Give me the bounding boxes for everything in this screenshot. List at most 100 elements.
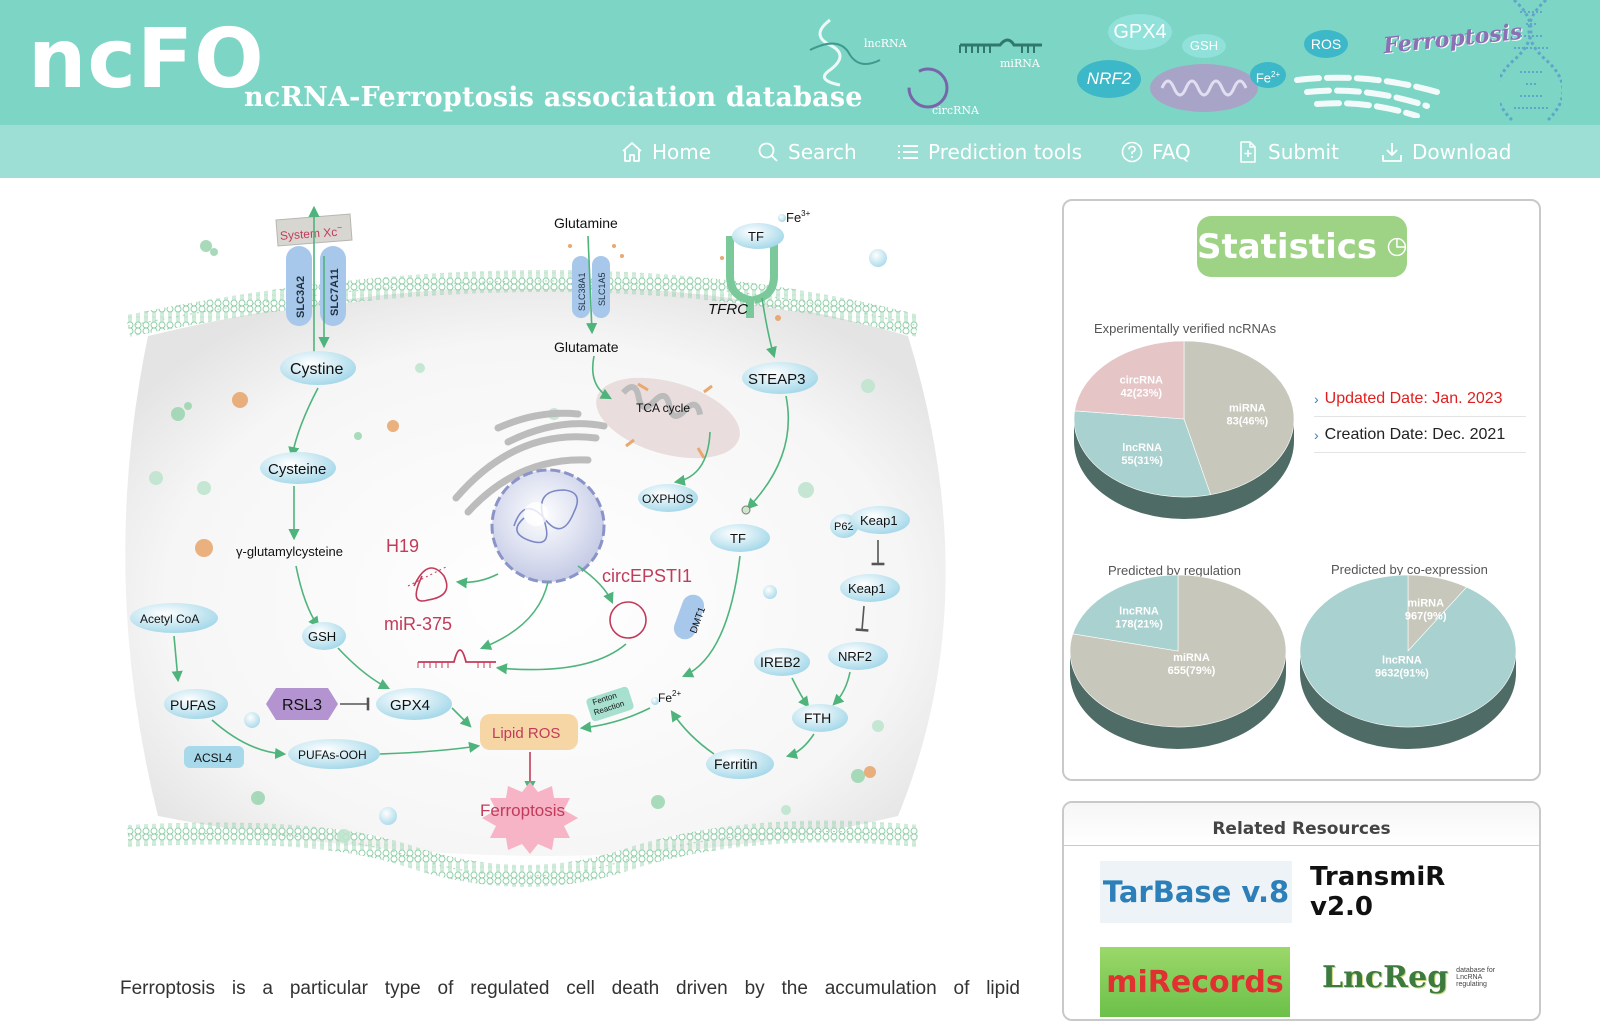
pie-slice-lncrna — [1073, 410, 1212, 498]
system-xc-transporter: System Xc− SLC3A2 SLC7A11 — [275, 205, 353, 356]
fe-deco-label: Fe — [1255, 70, 1272, 86]
pie-label-name: lncRNA — [1382, 655, 1422, 667]
creation-date-row: › Creation Date: Dec. 2021 — [1314, 417, 1526, 453]
nav-faq[interactable]: FAQ — [1120, 125, 1191, 178]
oxphos-label: OXPHOS — [642, 492, 693, 506]
nav-search[interactable]: Search — [756, 125, 857, 178]
updated-date-row: › Updated Date: Jan. 2023 — [1314, 381, 1526, 417]
fth-label: FTH — [804, 710, 831, 726]
chevron-right-icon: › — [1314, 390, 1319, 407]
ferroptosis-burst — [482, 782, 578, 854]
pie-label-value: 83(46%) — [1227, 415, 1269, 427]
dna-helix-icon — [1500, 0, 1562, 122]
slc1a5-label: SLC1A5 — [597, 272, 607, 306]
pie-label-name: miRNA — [1173, 652, 1210, 664]
question-icon — [1121, 141, 1143, 162]
fe3-sup: 3+ — [801, 209, 810, 218]
gsh-deco: GSH — [1182, 34, 1226, 58]
mitochondrion: TCA cycle — [596, 377, 740, 459]
mitochondria-icon — [1150, 64, 1258, 112]
pie-side-wall — [1070, 651, 1286, 749]
updated-date: Updated Date: Jan. 2023 — [1324, 389, 1503, 407]
nav-submit[interactable]: Submit — [1236, 125, 1339, 178]
dates-list: › Updated Date: Jan. 2023 › Creation Dat… — [1314, 381, 1526, 453]
system-xc-sup: − — [337, 223, 343, 233]
fe-deco-sup: 2+ — [1271, 70, 1281, 79]
keap1-b-label: Keap1 — [848, 581, 886, 596]
gpx4-deco: GPX4 — [1108, 14, 1172, 50]
cystine-label: Cystine — [290, 361, 343, 378]
pie-label-name: miRNA — [1229, 402, 1266, 414]
h19-rna-icon — [413, 567, 448, 602]
ncrna-illustration — [809, 18, 1042, 109]
slc38a1-label: SLC38A1 — [577, 272, 587, 311]
home-icon — [622, 141, 642, 162]
search-icon — [758, 142, 778, 162]
circrna-deco-label: circRNA — [932, 104, 979, 117]
system-xc-label: System Xc — [280, 225, 338, 243]
tarbase-logo-text: TarBase v.8 — [1102, 875, 1290, 909]
site-banner: ncFO ncRNA-Ferroptosis association datab… — [0, 0, 1600, 125]
nrf2-label: NRF2 — [838, 649, 872, 664]
pie-side-wall — [1074, 419, 1294, 519]
transmir-link[interactable]: TransmiR v2.0 — [1310, 861, 1510, 923]
h19-label: H19 — [386, 536, 419, 556]
site-tagline: ncRNA-Ferroptosis association database — [244, 82, 863, 113]
nrf2-deco: NRF2 — [1077, 60, 1141, 98]
pie-label-value: 655(79%) — [1168, 665, 1216, 677]
fe2-label: Fe — [658, 691, 672, 705]
tarbase-link[interactable]: TarBase v.8 — [1100, 861, 1292, 923]
tf-mid-label: TF — [730, 531, 746, 546]
lncreg-link[interactable]: LncReg database for LncRNA regulating — [1322, 947, 1502, 1007]
site-logo[interactable]: ncFO — [28, 12, 265, 107]
fe3-label: Fe — [786, 210, 801, 225]
nav-home-label: Home — [652, 139, 712, 164]
pie-slice-circrna — [1074, 340, 1185, 420]
acetyl-coa-label: Acetyl CoA — [140, 612, 199, 626]
ros-deco: ROS — [1304, 30, 1348, 58]
intro-paragraph: Ferroptosis is a particular type of regu… — [120, 978, 1020, 999]
lncrna-deco-label: lncRNA — [864, 37, 907, 50]
creation-date: Creation Date: Dec. 2021 — [1324, 425, 1506, 443]
nav-search-label: Search — [788, 139, 857, 164]
pie-chart-icon — [1387, 237, 1407, 256]
pie-side-wall — [1300, 651, 1516, 749]
mirecords-logo-text: miRecords — [1106, 964, 1284, 1000]
tca-cycle-label: TCA cycle — [636, 401, 690, 415]
nav-home[interactable]: Home — [620, 125, 711, 178]
slc7a11-label: SLC7A11 — [329, 268, 341, 316]
nav-faq-label: FAQ — [1152, 139, 1191, 164]
pie-label-value: 55(31%) — [1121, 455, 1163, 467]
pie2-title: Predicted by regulation — [1108, 563, 1241, 578]
cysteine-label: Cysteine — [268, 461, 326, 478]
mirecords-link[interactable]: miRecords — [1100, 947, 1290, 1017]
fe-deco: Fe2+ — [1250, 62, 1286, 88]
pie-label-value: 178(21%) — [1115, 618, 1163, 630]
nav-download[interactable]: Download — [1380, 125, 1511, 178]
pie-label-name: circRNA — [1120, 374, 1163, 386]
pie-slice-lncrna — [1299, 574, 1517, 728]
lncreg-subtitle-line2: LncRNA regulating — [1456, 973, 1487, 988]
circepsti1-rna-icon — [609, 601, 647, 639]
mirna-deco-label: miRNA — [1000, 57, 1040, 70]
svg-text:System Xc−: System Xc− — [279, 223, 343, 243]
ireb2-label: IREB2 — [760, 654, 801, 670]
pie-label-value: 967(9%) — [1405, 611, 1447, 623]
svg-text:Fe2+: Fe2+ — [658, 689, 681, 705]
related-resources-title: Related Resources — [1064, 803, 1539, 846]
nav-submit-label: Submit — [1268, 139, 1339, 164]
er-illustration — [1294, 74, 1440, 118]
pie1-title: Experimentally verified ncRNAs — [1094, 321, 1277, 336]
pie-slice-mirna — [1069, 574, 1287, 728]
download-icon — [1382, 142, 1402, 162]
file-plus-icon — [1240, 140, 1256, 163]
fe2-sup: 2+ — [672, 689, 681, 698]
pie-label-name: lncRNA — [1122, 442, 1162, 454]
nav-prediction-tools[interactable]: Prediction tools — [896, 125, 1082, 178]
ferritin-label: Ferritin — [714, 756, 758, 772]
gpx4-label: GPX4 — [390, 697, 430, 714]
circepsti1-label: circEPSTI1 — [602, 566, 692, 586]
pie-label-value: 9632(91%) — [1375, 668, 1429, 680]
tfrc-receptor: TF Fe3+ TFRC — [708, 209, 811, 321]
